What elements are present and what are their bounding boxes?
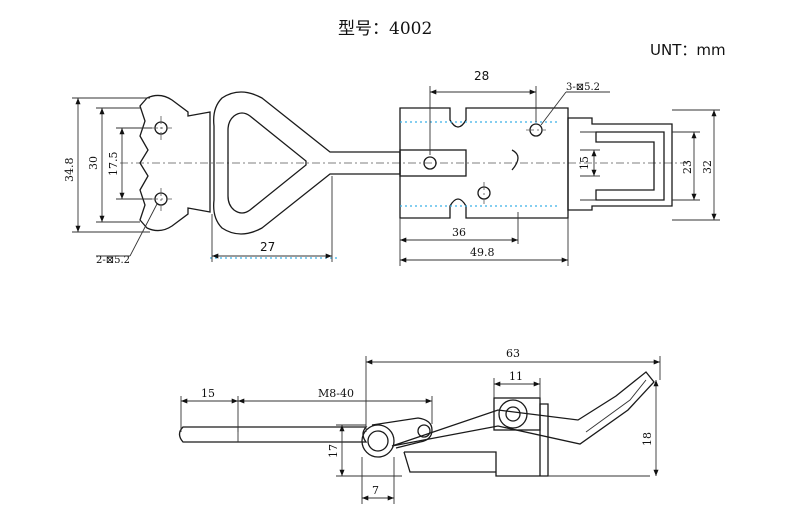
hole-note-left-leader — [129, 203, 158, 257]
drawing-title: 型号：4002 — [338, 19, 432, 39]
latch-hole-middle — [423, 156, 437, 170]
triangle-loop-inner — [227, 112, 307, 214]
trunnion-outer — [361, 424, 395, 458]
triangle-loop-outer — [213, 91, 401, 235]
hole-note-right: 3-⊠5.2 — [566, 82, 600, 93]
dim-36-label: 36 — [452, 226, 466, 239]
latch-slot — [399, 149, 467, 177]
hinge-bracket — [493, 397, 541, 431]
dim-18-label: 18 — [641, 432, 654, 446]
dim-11-label: 11 — [509, 370, 523, 383]
dim-17-5-label: 17.5 — [107, 152, 120, 177]
threaded-rod — [178, 426, 368, 443]
hook-catch-lip — [580, 131, 596, 201]
side-view: 63 15 M8-40 11 17 18 7 — [178, 347, 661, 504]
hole-note-right-leader — [540, 91, 567, 126]
dim-63-label: 63 — [506, 347, 520, 360]
unit-label: UNT：mm — [650, 41, 726, 59]
dim-17-label: 17 — [327, 444, 340, 458]
pivot-link — [371, 417, 433, 449]
latch-notch-right — [511, 149, 519, 171]
hinge-boss-outer — [498, 399, 528, 429]
dim-27-label: 27 — [260, 240, 275, 254]
dim-15-side-label: 15 — [201, 387, 215, 400]
dim-34-8-label: 34.8 — [63, 158, 76, 183]
dim-30-label: 30 — [87, 156, 100, 170]
hook-catch-outer — [567, 117, 673, 211]
dim-15-top-label: 15 — [578, 156, 591, 170]
hook-catch-inner — [595, 131, 665, 201]
hinge-boss-inner — [505, 406, 521, 422]
lever-arm — [391, 371, 655, 447]
top-view: 28 3-⊠5.2 36 49.8 27 2-⊠5.2 34.8 30 — [63, 69, 720, 266]
dim-7-label: 7 — [372, 484, 379, 497]
dim-49-8-label: 49.8 — [470, 246, 495, 259]
dim-23-label: 23 — [681, 160, 694, 174]
hole-note-left: 2-⊠5.2 — [96, 255, 130, 266]
left-mounting-plate — [139, 94, 211, 232]
dim-28-label: 28 — [474, 69, 489, 83]
dim-32-label: 32 — [701, 160, 714, 174]
pivot-pin — [417, 424, 431, 438]
dim-m8-40-label: M8-40 — [318, 387, 354, 400]
lever-arm-inner — [585, 379, 647, 433]
trunnion-inner — [367, 430, 389, 452]
base-plate — [403, 403, 549, 477]
